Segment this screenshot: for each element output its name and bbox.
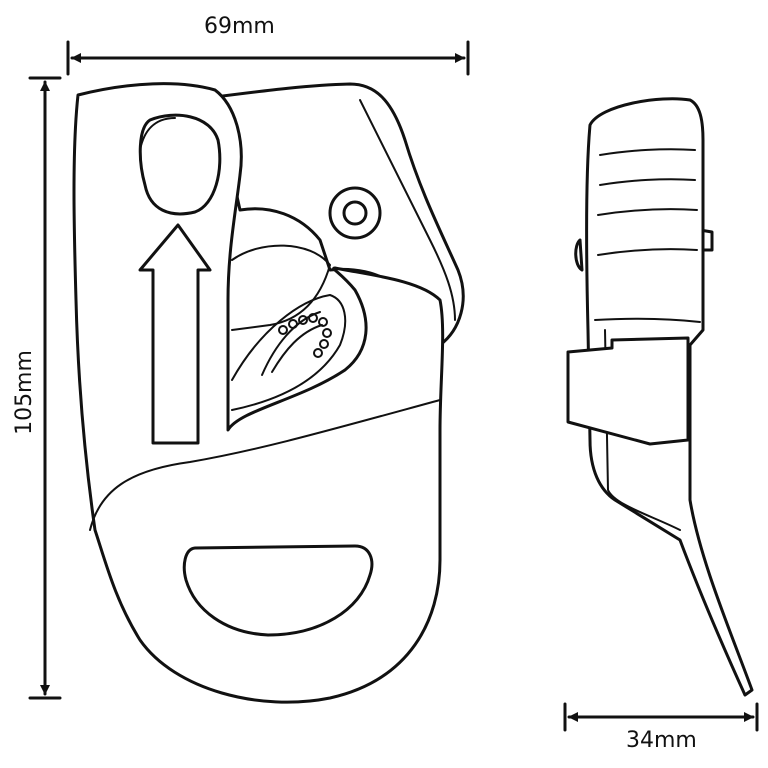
side-width-dimension-line <box>563 702 759 732</box>
top-attachment-hole <box>138 113 222 216</box>
ascender-side-view <box>566 97 754 697</box>
up-arrow-marking <box>138 223 212 445</box>
side-cam <box>566 336 690 446</box>
height-label: 105mm <box>11 350 37 435</box>
ascender-front-view <box>72 82 465 704</box>
bottom-attachment-hole <box>182 544 374 637</box>
side-width-label: 34mm <box>626 728 697 753</box>
height-dimension-line <box>28 76 62 700</box>
width-dimension-line <box>66 40 470 76</box>
pivot-rivet <box>328 186 382 240</box>
cam-teeth <box>278 313 332 358</box>
width-label: 69mm <box>204 14 275 39</box>
